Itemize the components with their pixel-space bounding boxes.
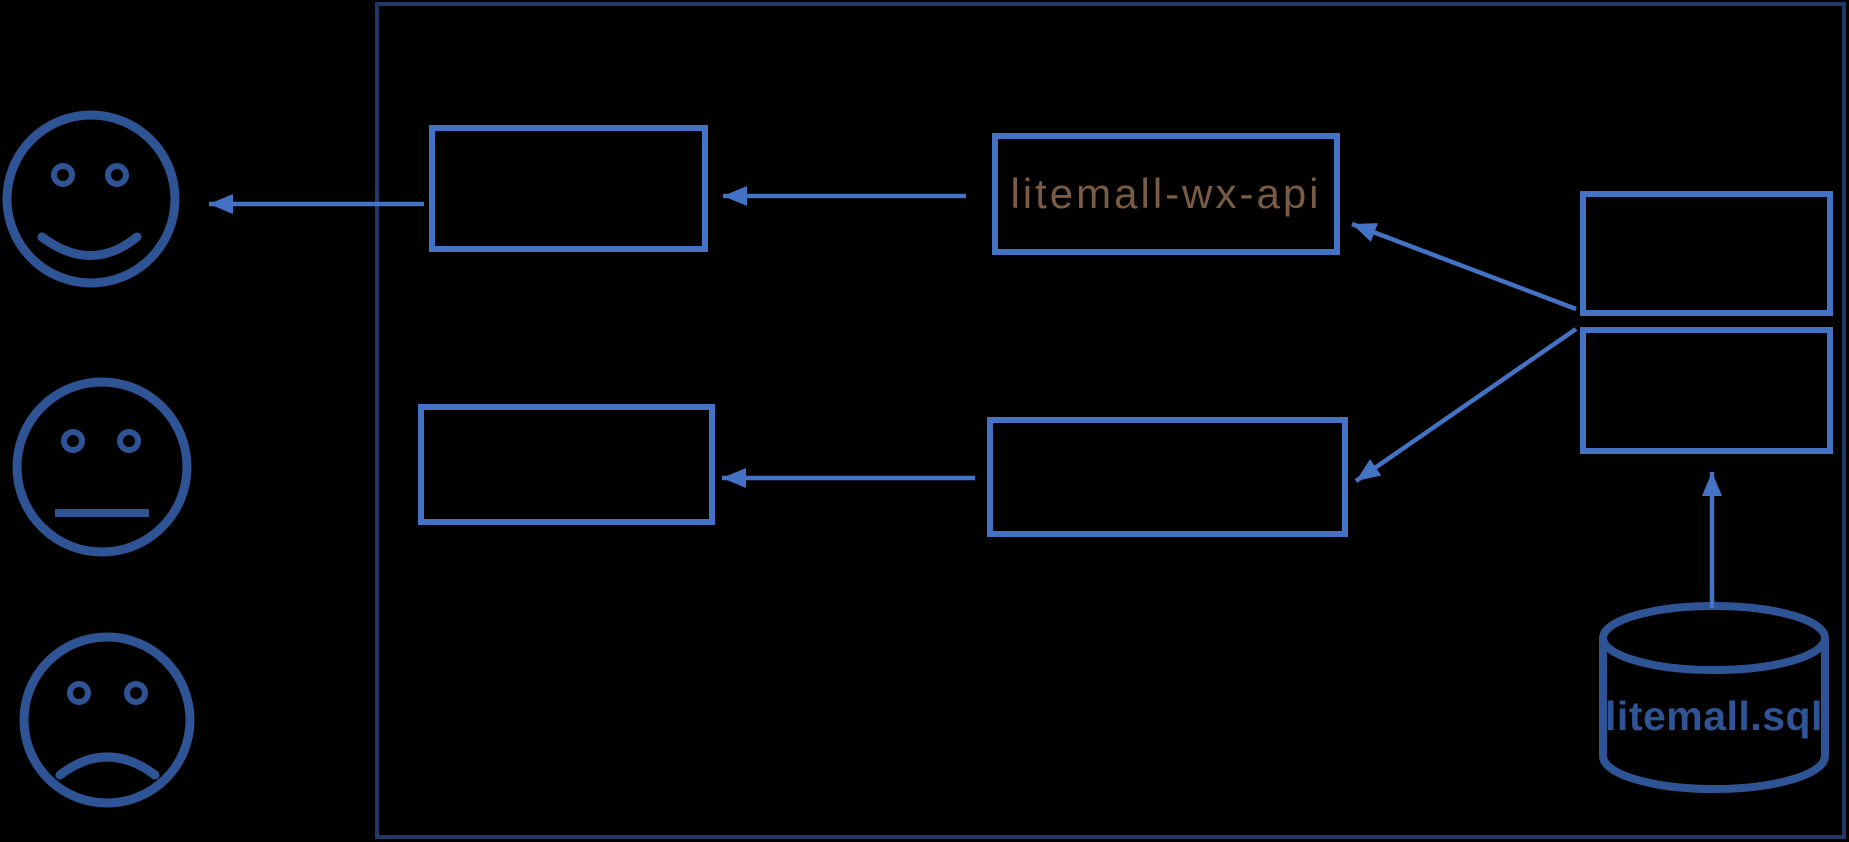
database-label: litemall.sql [1605,693,1823,739]
wx-api-label: litemall-wx-api [1010,170,1322,217]
node-litemall-wx-api: litemall-wx-api [992,133,1340,255]
node-box-right-bottom [1580,327,1833,454]
node-box-top-left [429,125,708,252]
node-box-right-top [1580,191,1833,316]
neutral-face-icon [12,377,192,557]
node-box-mid-center [987,417,1348,537]
sad-face-icon [19,632,195,808]
happy-face-icon [2,110,180,288]
node-box-mid-left [418,404,715,525]
system-boundary-frame [375,2,1846,839]
